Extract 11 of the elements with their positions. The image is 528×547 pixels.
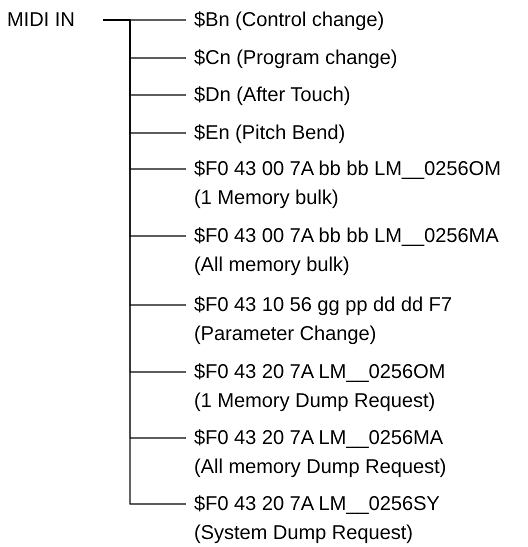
message-label: $En (Pitch Bend) [194,120,346,146]
message-label: $F0 43 00 7A bb bb LM__0256MA (All memory bulk) [194,224,500,278]
input-label: MIDI IN [7,8,76,32]
message-label: $Bn (Control change) [194,8,386,32]
message-label: $F0 43 10 56 gg pp dd dd F7 (Parameter Change) [194,292,453,346]
message-label: $F0 43 20 7A LM__0256OM (1 Memory Dump Request) [194,360,446,414]
message-label: $F0 43 00 7A bb bb LM__0256OM (1 Memory bulk) [194,156,502,210]
message-label: $F0 43 20 7A LM__0256MA (All memory Dump Request) [194,426,448,480]
message-label: $Cn (Program change) [194,46,398,70]
message-label: $F0 43 20 7A LM__0256SY (System Dump Request) [194,492,440,546]
message-label: $Dn (After Touch) [194,82,352,108]
